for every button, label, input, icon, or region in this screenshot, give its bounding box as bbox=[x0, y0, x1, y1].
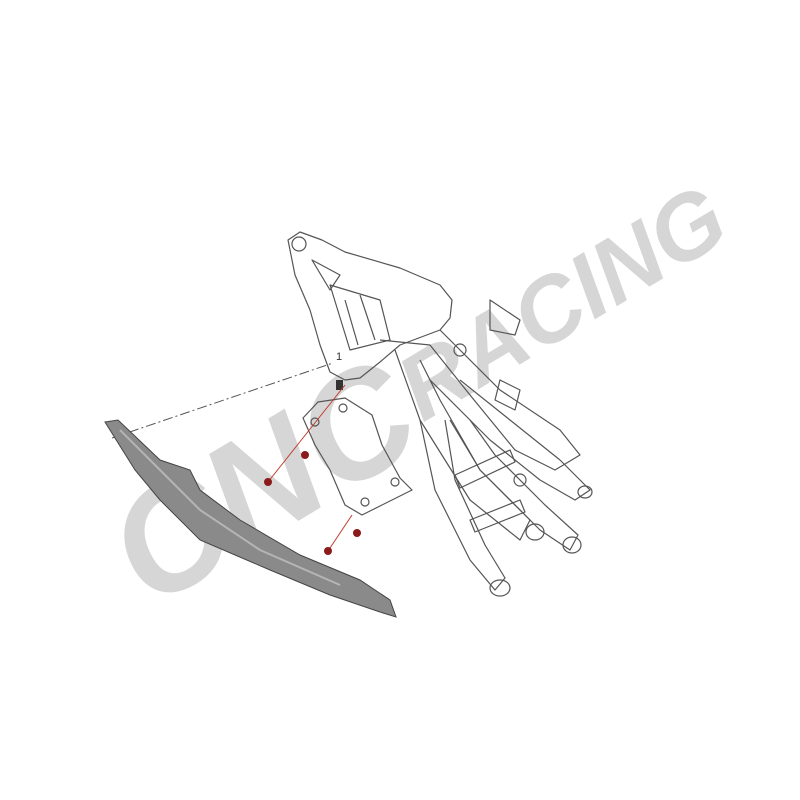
cnc-racing-watermark: CNC RACING bbox=[80, 166, 744, 638]
bolts bbox=[264, 384, 361, 555]
watermark-suffix: RACING bbox=[380, 166, 744, 440]
mounting-bracket bbox=[302, 380, 413, 516]
clip-part bbox=[336, 380, 343, 390]
bolt-guide-line bbox=[267, 384, 353, 552]
bolt-icon bbox=[353, 529, 361, 537]
side-cover bbox=[104, 419, 397, 618]
bolt-icon bbox=[264, 478, 272, 486]
callout-label: 1 bbox=[336, 351, 342, 363]
bolt-icon bbox=[301, 451, 309, 459]
bolt-icon bbox=[324, 547, 332, 555]
assembly-guide-line bbox=[111, 362, 334, 439]
rear-subframe bbox=[287, 231, 593, 597]
